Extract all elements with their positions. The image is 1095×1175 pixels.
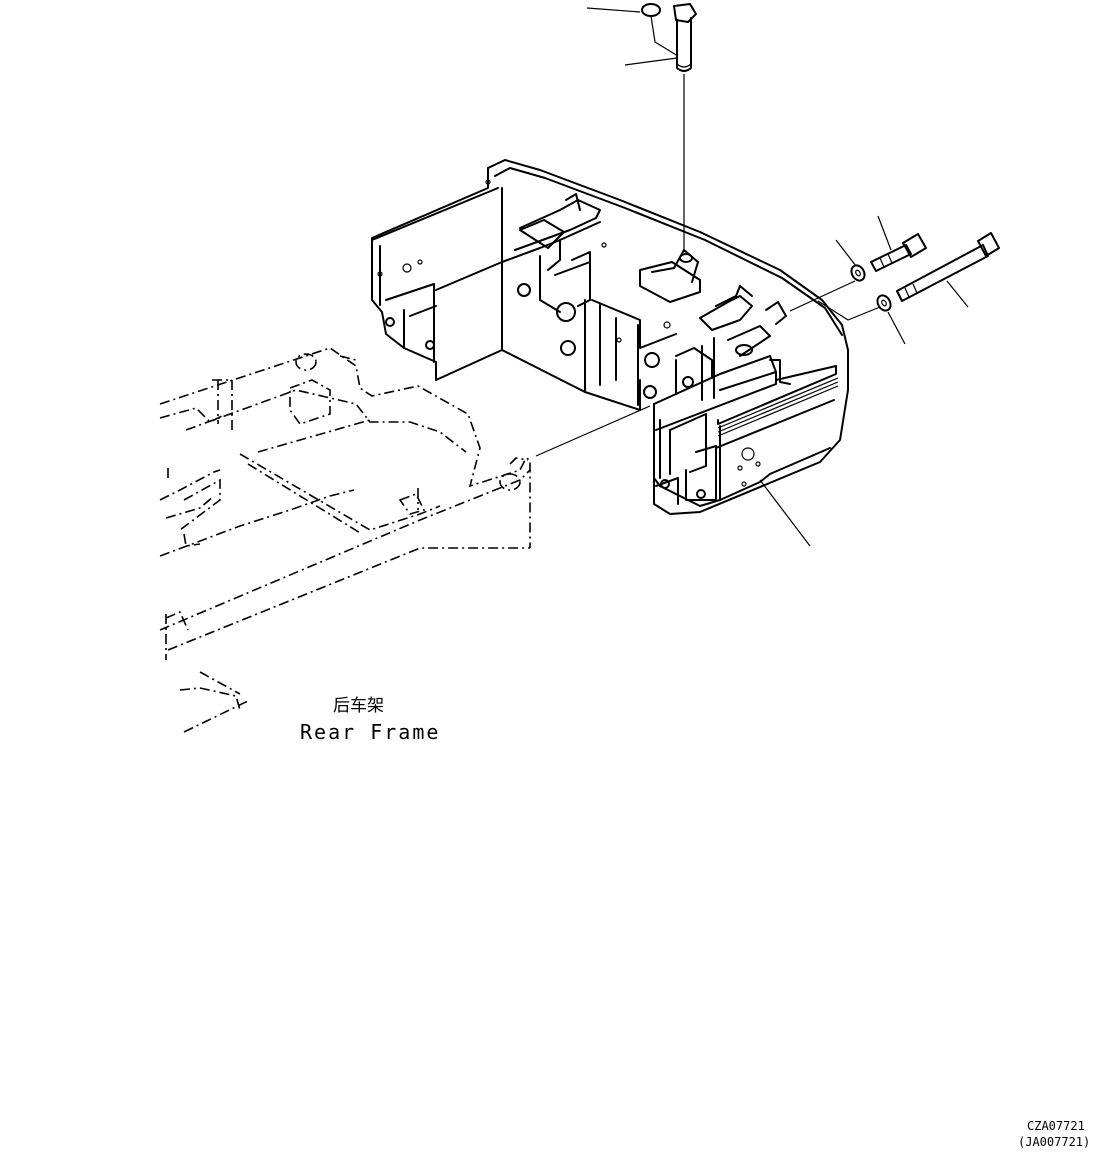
frame-label-chinese: 后车架 [333, 696, 384, 716]
washer-upper-icon [850, 264, 866, 282]
bolt-long-icon [896, 232, 1000, 302]
bolt-short-icon [870, 233, 927, 272]
rear-frame-phantom-icon [159, 347, 531, 733]
drawing-code-primary: CZA07721 [1027, 1119, 1085, 1133]
frame-label-english: Rear Frame [300, 720, 440, 744]
drawing-code-secondary: (JA007721) [1018, 1135, 1090, 1149]
lifting-pin-icon [641, 3, 697, 72]
alignment-lines-frame [535, 405, 651, 457]
washer-lower-icon [876, 294, 892, 312]
leader-line-counterweight [759, 479, 811, 547]
counterweight-icon [371, 159, 849, 515]
leader-lines-fasteners [789, 215, 969, 345]
leader-lines-pin [586, 7, 685, 252]
